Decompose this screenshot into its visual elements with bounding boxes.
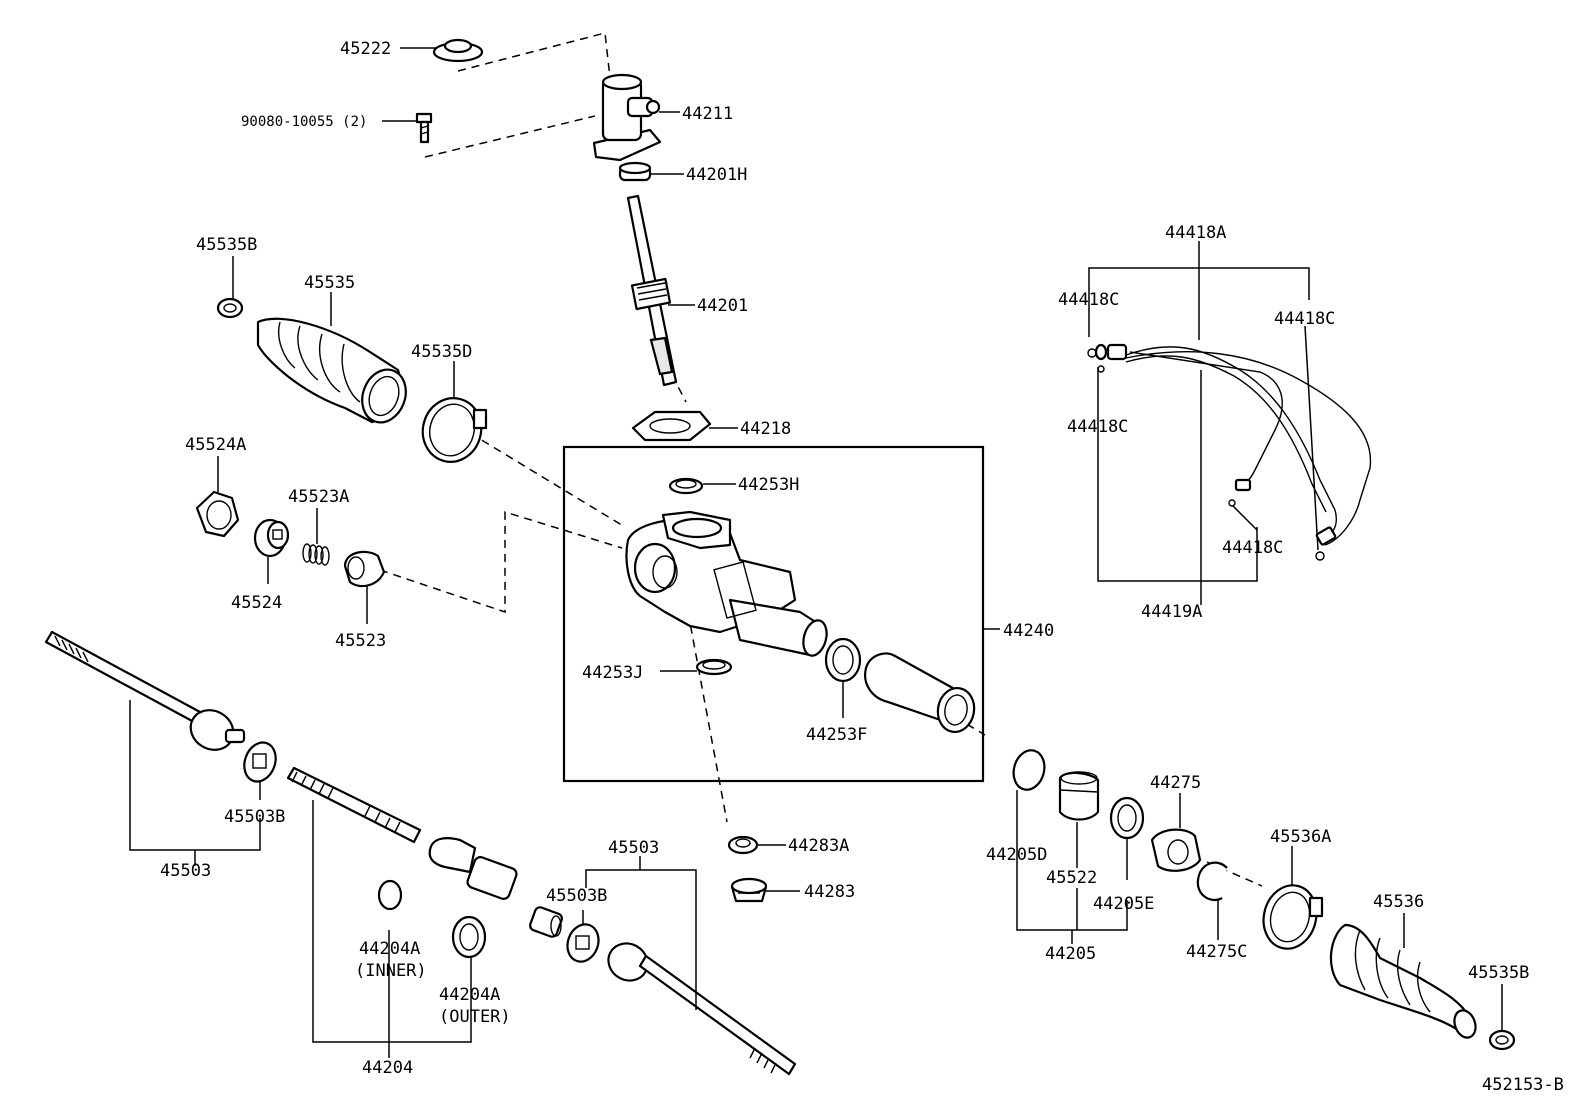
part-45535B-clip-bottom [1488,1029,1516,1051]
part-45522-bushing [1058,771,1100,821]
part-44253F-seal [824,637,862,683]
part-90080-bolt [415,112,433,144]
part-44418A-pipe-assembly [1094,343,1372,546]
part-44418C-oring-c [1315,551,1325,561]
label-44253J: 44253J [582,663,643,683]
label-44218: 44218 [740,419,791,439]
label-44419A: 44419A [1141,602,1202,622]
label-45524: 45524 [231,593,282,613]
part-45535D-clamp [421,397,488,463]
label-45523A: 45523A [288,487,349,507]
part-45503B-washer-left [243,741,277,783]
label-44240: 44240 [1003,621,1054,641]
part-45536-boot [1329,923,1477,1039]
part-44253J-seal [695,658,733,676]
label-44201H: 44201H [686,165,747,185]
label-44204: 44204 [362,1058,413,1078]
part-45503-tie-rod-left [44,630,246,751]
part-45503-tie-rod-right [607,942,797,1076]
part-45503B-washer-right [566,923,600,963]
part-44211-valve-housing [592,73,662,162]
part-45523-rack-guide [343,550,386,588]
label-44253H: 44253H [738,475,799,495]
label-45535B-bottom: 45535B [1468,963,1529,983]
label-44204A-inner-note: (INNER) [355,961,427,981]
label-44211: 44211 [682,104,733,124]
part-44204A-inner-bushing [377,879,403,911]
label-44283: 44283 [804,882,855,902]
part-44283A-nut [727,835,759,855]
part-cylinder-tube [864,652,976,733]
part-45535-boot [256,317,407,424]
label-45535B-top: 45535B [196,235,257,255]
part-rack-bar [286,766,518,900]
label-45503B-right: 45503B [546,886,607,906]
part-44283-cap [730,877,768,903]
part-44253H-seal [668,477,704,495]
part-45535B-clip-top [216,297,244,319]
part-44275C-snap-ring [1196,861,1228,902]
phantom-lines [379,32,1263,887]
part-45222-cap [432,38,484,63]
label-44204A-outer: 44204A [439,985,500,1005]
bracket-44419A [1097,367,1258,582]
part-44201-pinion-shaft [626,194,678,387]
label-44418C-a: 44418C [1058,290,1119,310]
part-44240-gear-housing [625,510,828,657]
part-44204A-outer-bushing [451,915,487,959]
label-90080-10055: 90080-10055 (2) [241,114,367,130]
part-45523A-spring [302,543,330,566]
label-45523: 45523 [335,631,386,651]
part-number-labels: 45222 90080-10055 (2) 44211 44201H 45535… [160,39,1564,1095]
label-45536: 45536 [1373,892,1424,912]
label-45535D: 45535D [411,342,472,362]
part-44418C-oring-d [1228,499,1236,507]
part-rack-end-bushing [529,906,563,938]
label-44418C-c: 44418C [1067,417,1128,437]
label-44205D: 44205D [986,845,1047,865]
label-45222: 45222 [340,39,391,59]
label-44205E: 44205E [1093,894,1154,914]
part-45524-adjust-plug [253,518,290,558]
label-45524A: 45524A [185,435,246,455]
label-44205: 44205 [1045,944,1096,964]
diagram-id: 452153-B [1482,1075,1564,1095]
part-45536A-clamp [1262,884,1324,950]
part-44205D-oring [1012,749,1046,791]
part-44201H-seal [618,161,652,182]
label-44204A-outer-note: (OUTER) [439,1007,511,1027]
gear-housing-assembly-frame [562,445,985,783]
label-44275: 44275 [1150,773,1201,793]
label-45535: 45535 [304,273,355,293]
part-44205E-ring [1109,796,1145,840]
label-45522: 45522 [1046,868,1097,888]
label-44418A: 44418A [1165,223,1226,243]
label-45536A: 45536A [1270,827,1331,847]
label-44283A: 44283A [788,836,849,856]
part-44275-stopper [1150,828,1202,872]
part-44218-gasket [631,410,712,442]
label-44275C: 44275C [1186,942,1247,962]
part-44418C-oring-a [1087,348,1097,358]
label-44418C-b: 44418C [1274,309,1335,329]
label-44201: 44201 [697,296,748,316]
label-44418C-d: 44418C [1222,538,1283,558]
label-45503B-left: 45503B [224,807,285,827]
label-45503-left: 45503 [160,861,211,881]
part-44418C-oring-b [1097,365,1105,373]
label-44253F: 44253F [806,725,867,745]
part-45524A-locknut [195,490,240,538]
label-44204A-inner: 44204A [359,939,420,959]
label-45503-right: 45503 [608,838,659,858]
